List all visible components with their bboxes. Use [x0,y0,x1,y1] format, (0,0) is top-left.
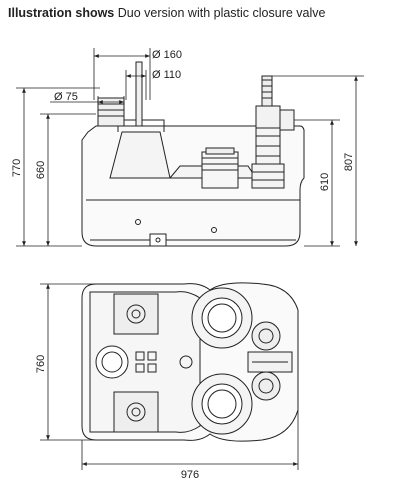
caption-bold: Illustration shows [8,6,115,20]
dim-760: 760 [35,355,47,373]
caption-rest: Duo version with plastic closure valve [114,6,326,20]
dim-d110: Ø 110 [152,69,181,81]
inspection-cover-top [113,293,159,335]
caption: Illustration shows Duo version with plas… [8,6,325,20]
dim-976: 976 [181,469,199,481]
inlet-opening [95,345,129,379]
front-dimension-lines [16,48,364,247]
dim-660: 660 [35,161,47,179]
dim-610: 610 [319,173,331,191]
inspection-cover-bottom [113,391,159,433]
top-view [81,282,299,442]
dim-770: 770 [11,159,23,177]
front-view [81,61,305,247]
valve-bottom [251,371,281,401]
closure-valve [251,75,295,189]
dim-d75: Ø 75 [54,91,78,103]
dim-807: 807 [343,153,355,171]
pipe-110 [135,61,143,127]
left-dome [109,131,171,179]
top-dimension-lines [40,283,299,470]
valve-top [251,321,281,351]
dim-d160: Ø 160 [152,49,182,61]
